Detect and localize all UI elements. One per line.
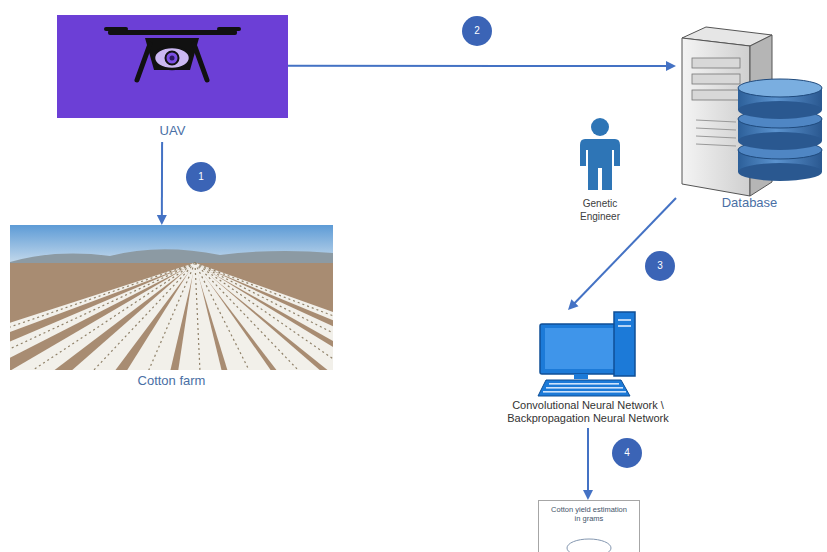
node-label: Genetic Engineer <box>568 198 632 223</box>
icon-node: UAV <box>57 15 288 142</box>
callout-number: 4 <box>612 438 642 468</box>
person-icon <box>580 118 620 190</box>
arrow-connector <box>568 198 676 310</box>
node-label: Cotton yield estimation in grams <box>551 505 627 524</box>
node-label: Database <box>722 195 778 211</box>
cotton-field-picture <box>10 225 333 370</box>
result-ellipse <box>567 539 611 552</box>
node-label: Convolutional Neural Network \ Backpropa… <box>493 399 683 427</box>
result-box: Cotton yield estimation in grams <box>538 500 640 552</box>
computer-icon <box>538 312 635 396</box>
arrow-connector <box>157 142 167 225</box>
callout-number: 1 <box>186 162 216 192</box>
node-label: UAV <box>160 123 186 139</box>
icon-node: Cotton farm <box>10 225 333 392</box>
arrow-connector <box>288 61 676 71</box>
icon-node: Convolutional Neural Network \ Backpropa… <box>488 310 688 428</box>
icon-node: Database <box>676 22 823 214</box>
arrow-connector <box>583 428 593 500</box>
callout-number: 3 <box>645 251 675 281</box>
drone-icon <box>57 15 288 118</box>
callout-number: 2 <box>462 16 492 46</box>
icon-node: Genetic Engineer <box>563 115 637 225</box>
database-icon <box>682 27 822 196</box>
node-label: Cotton farm <box>138 373 206 389</box>
